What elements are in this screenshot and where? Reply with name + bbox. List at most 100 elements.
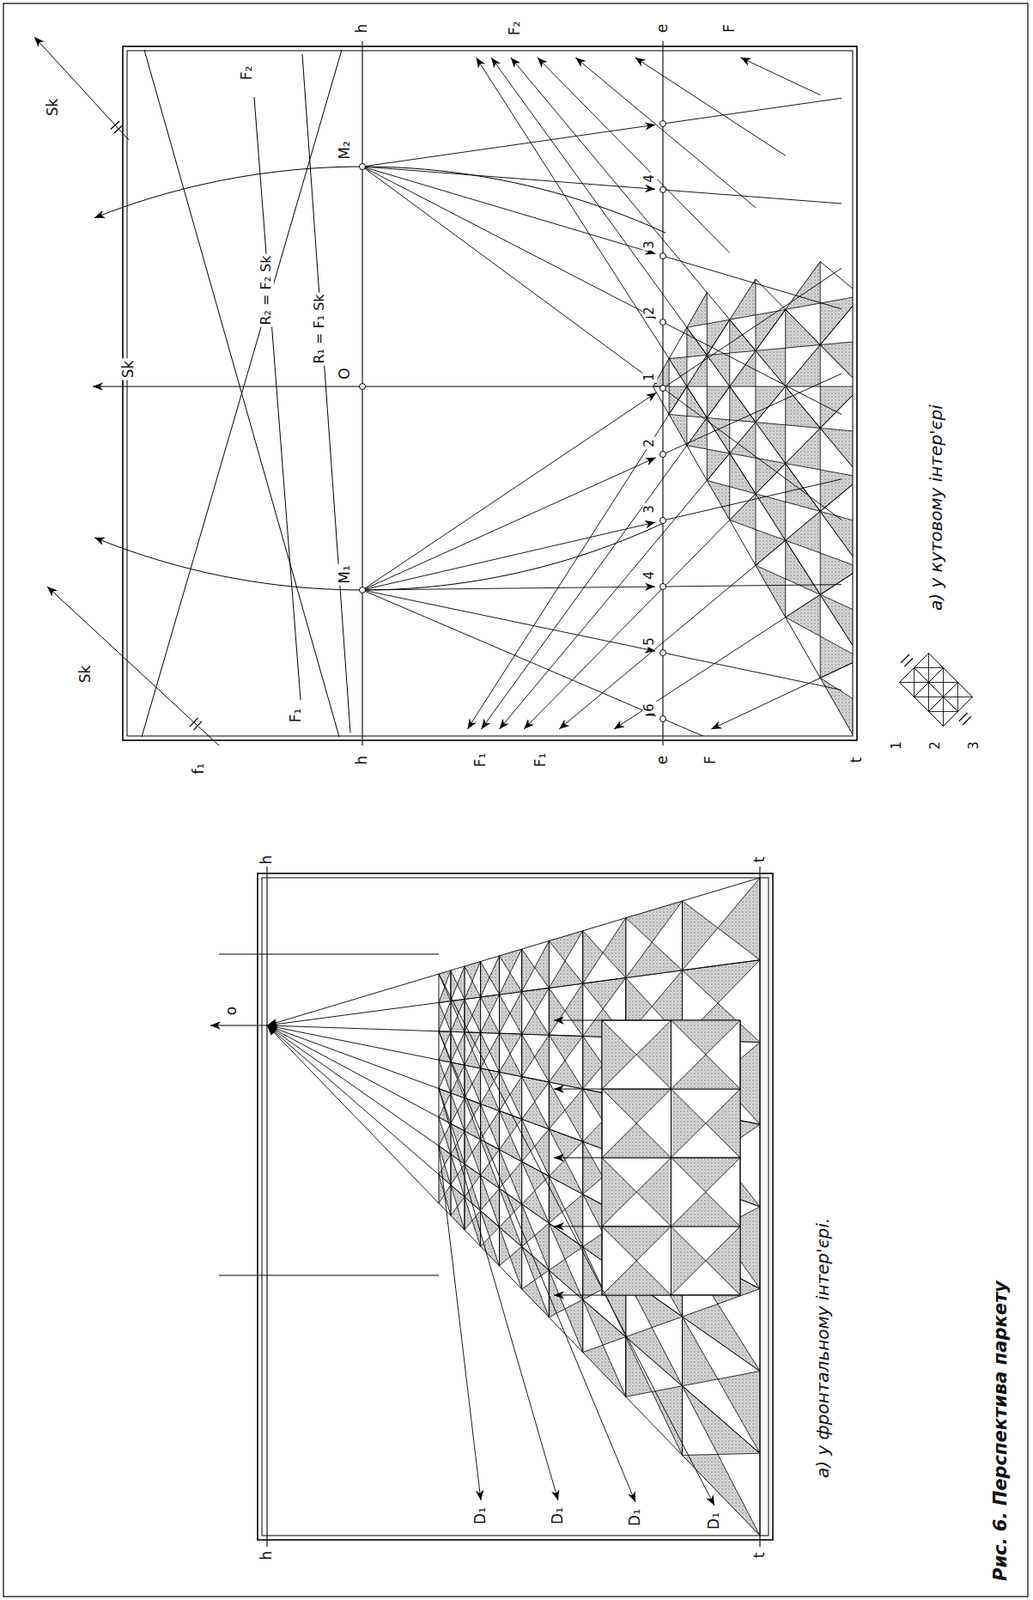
parquet-shade — [464, 1118, 481, 1140]
tile-diagonal — [498, 1188, 522, 1247]
tile-diagonal — [929, 696, 959, 726]
parquet-tile — [706, 319, 756, 387]
construction-line — [267, 1025, 439, 1175]
tile-diagonal — [929, 668, 959, 698]
parquet-shade — [464, 980, 481, 999]
construction-line — [141, 49, 342, 737]
tile-diagonal — [784, 309, 786, 387]
parquet-shade — [601, 1088, 672, 1124]
parquet-tile — [601, 1226, 672, 1295]
parquet-shade — [480, 961, 490, 997]
tile-diagonal — [498, 955, 522, 992]
construction-line — [553, 1088, 602, 1090]
parquet-tile — [522, 1161, 550, 1224]
drawing-label: 3 — [966, 739, 982, 752]
tile-diagonal — [754, 279, 756, 351]
parquet-shade — [625, 941, 683, 978]
drawing-label: F₁ — [472, 751, 490, 770]
tile-diagonal — [480, 1110, 500, 1139]
drawing-label: e — [654, 753, 672, 766]
parquet-shade — [522, 948, 535, 991]
tile-diagonal — [820, 345, 821, 429]
parquet-tile — [498, 1110, 522, 1161]
drawing-label: 1 — [889, 739, 905, 752]
construction-line — [553, 1157, 602, 1159]
construction-point — [660, 319, 667, 326]
drawing-label: 2 — [642, 304, 657, 317]
construction-line — [662, 255, 842, 310]
tile-diagonal — [522, 948, 550, 988]
parquet-shade — [489, 1033, 499, 1072]
construction-line — [218, 1275, 439, 1277]
parquet-shade — [651, 1385, 682, 1456]
tile-diagonal — [706, 292, 708, 356]
parquet-tile — [480, 1068, 500, 1112]
parquet-shade — [671, 1020, 742, 1055]
construction-line — [740, 57, 821, 96]
drawing-label: Sk — [120, 358, 138, 381]
construction-line — [362, 166, 657, 319]
parallel-mark — [193, 721, 202, 730]
tile-diagonal — [682, 1371, 760, 1386]
parquet-shade — [450, 1015, 465, 1033]
parquet-shade — [820, 636, 853, 678]
construction-line — [362, 166, 656, 189]
parquet-shade — [705, 1226, 741, 1295]
parquet-tile — [522, 1033, 550, 1082]
parquet-tile — [929, 668, 959, 698]
parquet-shade — [671, 1054, 742, 1089]
parquet-tile — [820, 567, 853, 659]
tile-diagonal — [706, 355, 708, 419]
construction-line — [662, 652, 842, 690]
parquet-shade — [820, 295, 853, 345]
drawing-label: D₁ — [472, 1505, 490, 1526]
parquet-shade — [820, 386, 853, 428]
drawing-label: M₁ — [336, 563, 354, 585]
parquet-shade — [450, 1123, 465, 1143]
parquet-tile — [820, 477, 853, 569]
parquet-shade — [601, 1020, 637, 1089]
parquet-shade — [480, 994, 500, 1015]
construction-line — [438, 1145, 481, 1501]
tile-diagonal — [929, 696, 959, 726]
tile-diagonal — [548, 1141, 583, 1176]
parquet-shade — [438, 1031, 451, 1046]
tile-diagonal — [754, 422, 756, 494]
parquet-shade — [601, 1226, 672, 1261]
parquet-shade — [625, 1327, 683, 1386]
inset-plan — [890, 644, 982, 736]
tile-diagonal — [671, 1226, 742, 1295]
drawing-label: 6 — [642, 701, 657, 714]
tile-diagonal — [754, 350, 756, 422]
parquet-tile — [820, 386, 853, 478]
tile-diagonal — [548, 1081, 583, 1142]
drawing-label: F — [721, 22, 739, 35]
drawing-label: M₂ — [336, 139, 354, 161]
construction-line — [553, 1294, 602, 1296]
tile-diagonal — [464, 1098, 481, 1140]
tile-diagonal — [820, 594, 853, 636]
parquet-tile — [548, 1129, 583, 1195]
parquet-shade — [534, 1129, 550, 1177]
parquet-shade — [510, 1161, 523, 1204]
drawing-label: 4 — [642, 172, 657, 185]
construction-line — [476, 57, 670, 359]
parquet-shade — [785, 427, 821, 469]
parquet-tile — [548, 930, 583, 989]
parquet-shade — [755, 457, 786, 494]
tile-diagonal — [729, 453, 730, 521]
construction-line — [267, 1025, 439, 1089]
parquet-shade — [498, 994, 510, 1033]
parquet-tile — [671, 1020, 742, 1089]
ground-line — [662, 41, 663, 746]
tile-diagonal — [480, 1188, 500, 1211]
tile-diagonal — [671, 1020, 742, 1089]
parquet-tile — [785, 594, 853, 678]
parquet-shade — [717, 877, 760, 961]
plan-outline — [601, 1020, 741, 1295]
parquet-shade — [671, 1226, 706, 1295]
tile-diagonal — [601, 1157, 672, 1227]
parquet-shade — [729, 493, 756, 530]
tile-diagonal — [464, 966, 481, 997]
parquet-shade — [548, 987, 566, 1035]
